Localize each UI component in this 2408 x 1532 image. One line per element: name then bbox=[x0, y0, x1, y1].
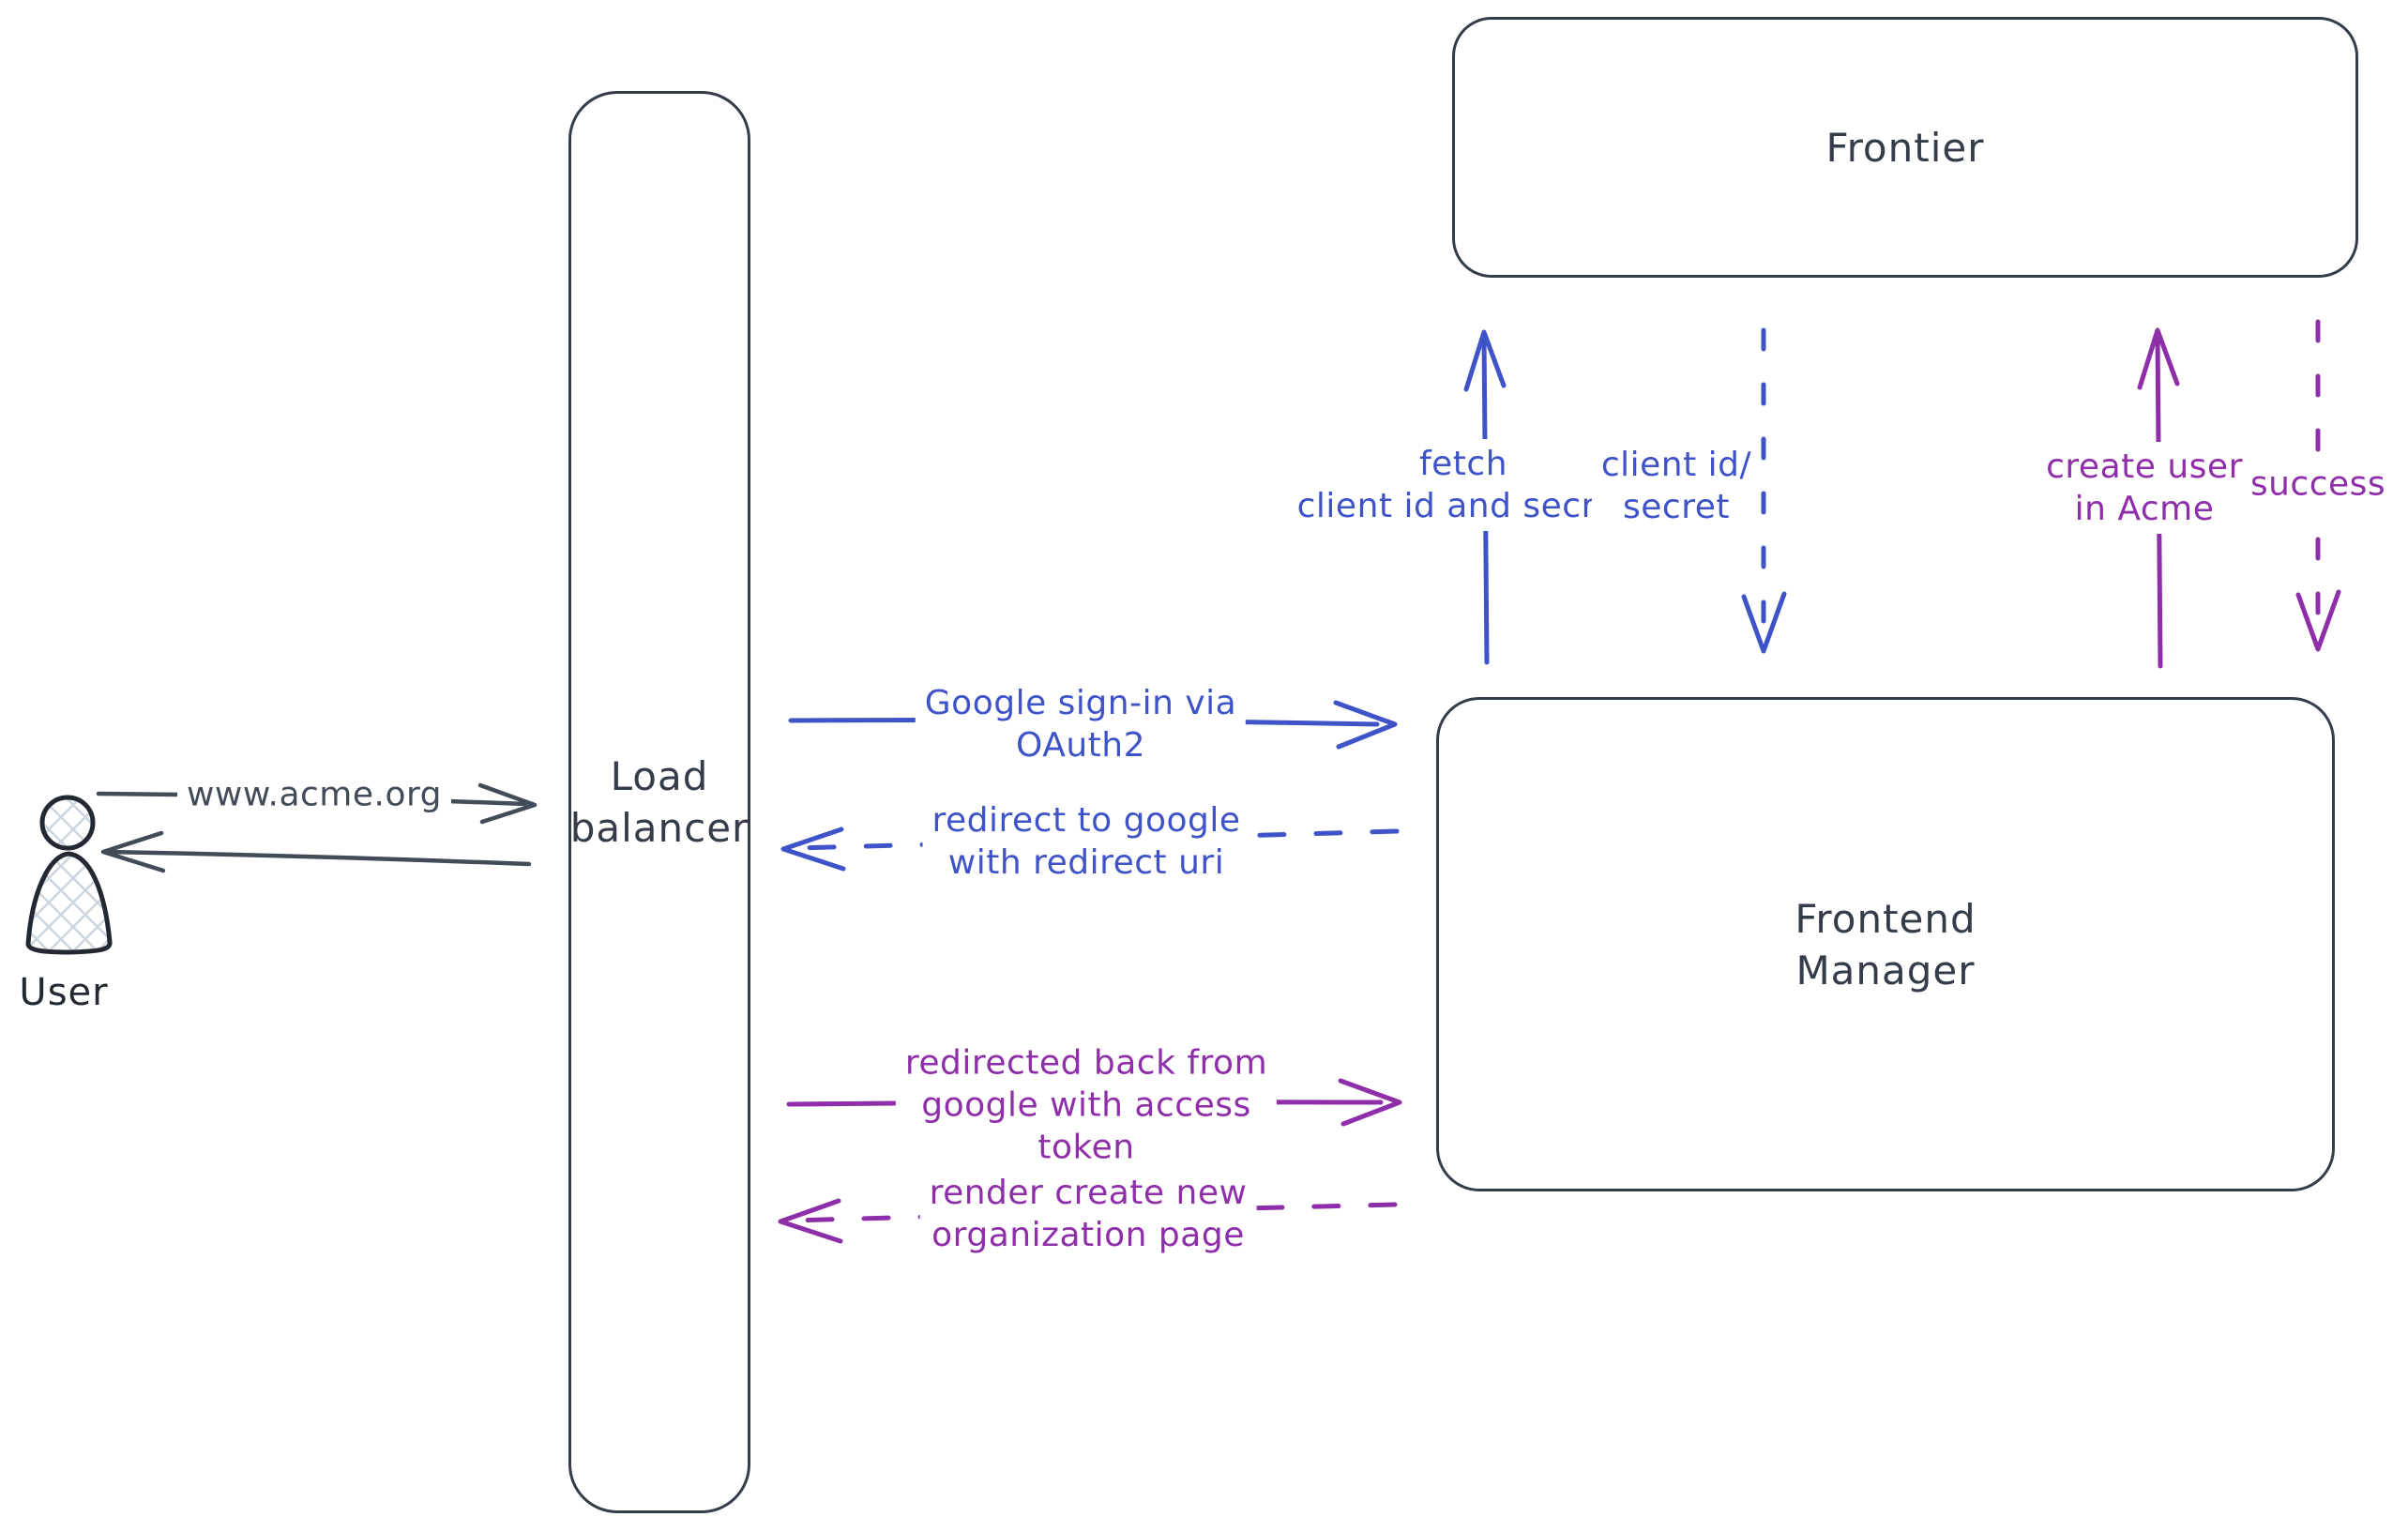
edge-label-acme-request: www.acme.org bbox=[176, 769, 452, 820]
edge-redirect-google-arrow bbox=[780, 827, 1400, 872]
edge-label-client-credentials: client id/ secret bbox=[1591, 440, 1762, 532]
load-balancer-label: Load balancer bbox=[569, 753, 750, 851]
frontier-label: Frontier bbox=[1825, 124, 1985, 171]
node-load-balancer: Load balancer bbox=[568, 91, 750, 1513]
node-frontier: Frontier bbox=[1452, 17, 2358, 278]
user-icon bbox=[25, 795, 113, 955]
edge-acme-response-arrow bbox=[100, 830, 532, 873]
edge-client-credentials-arrow bbox=[1741, 327, 1787, 654]
edge-label-render-org-page: render create new organization page bbox=[919, 1168, 1257, 1260]
frontend-manager-label: Frontend Manager bbox=[1795, 895, 1976, 994]
edge-label-success: success bbox=[2240, 459, 2396, 509]
edge-label-fetch-credentials: fetch client id and secret bbox=[1287, 439, 1640, 531]
edge-label-google-signin: Google sign-in via OAuth2 bbox=[915, 678, 1247, 770]
edge-success-arrow bbox=[2295, 319, 2341, 652]
node-frontend-manager: Frontend Manager bbox=[1436, 697, 2335, 1191]
edge-label-create-user: create user in Acme bbox=[2037, 442, 2252, 534]
edge-label-redirected-back: redirected back from google with access … bbox=[895, 1038, 1278, 1173]
edge-label-redirect-google: redirect to google with redirect uri bbox=[922, 796, 1250, 887]
user-label: User bbox=[19, 971, 109, 1014]
